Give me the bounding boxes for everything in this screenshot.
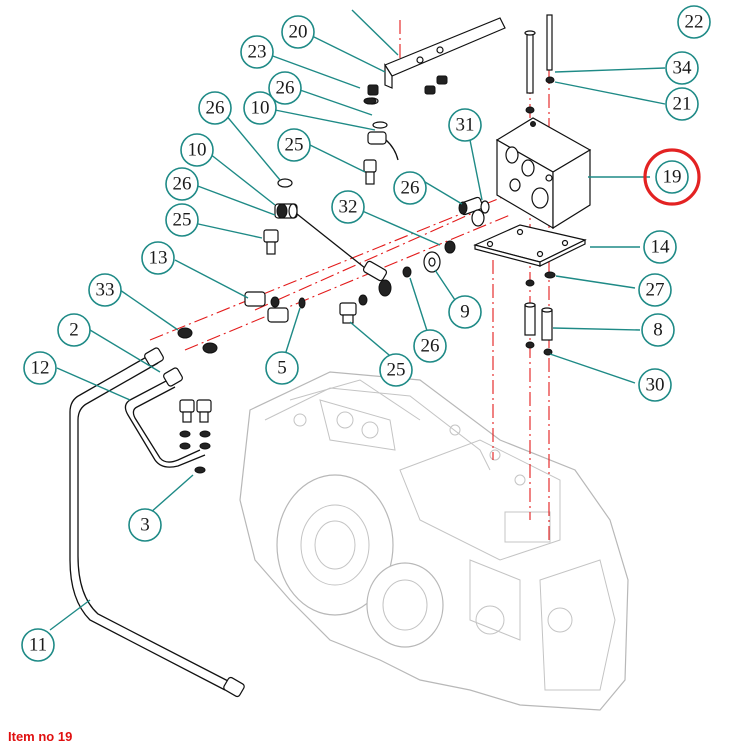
- svg-text:13: 13: [149, 248, 168, 269]
- callout-31[interactable]: 31: [448, 108, 482, 142]
- svg-text:10: 10: [251, 98, 270, 119]
- callout-8[interactable]: 8: [641, 313, 675, 347]
- valve-block: [495, 117, 592, 230]
- svg-text:26: 26: [173, 174, 192, 195]
- svg-text:34: 34: [673, 58, 693, 79]
- svg-text:31: 31: [456, 115, 475, 136]
- svg-text:25: 25: [387, 360, 406, 381]
- callout-25[interactable]: 25: [277, 128, 311, 162]
- callout-32[interactable]: 32: [331, 190, 365, 224]
- callout-23[interactable]: 23: [240, 35, 274, 69]
- left-fittings: [177, 97, 399, 354]
- svg-text:20: 20: [289, 22, 308, 43]
- svg-text:23: 23: [248, 42, 267, 63]
- callout-27[interactable]: 27: [638, 273, 672, 307]
- callout-26[interactable]: 26: [268, 71, 302, 105]
- callout-20[interactable]: 20: [281, 15, 315, 49]
- callout-2[interactable]: 2: [57, 313, 91, 347]
- svg-text:22: 22: [685, 12, 704, 33]
- svg-text:33: 33: [96, 280, 115, 301]
- svg-text:2: 2: [69, 320, 79, 341]
- callout-10[interactable]: 10: [180, 133, 214, 167]
- svg-text:10: 10: [188, 140, 207, 161]
- callout-34[interactable]: 34: [665, 51, 699, 85]
- vertical-bolts: [524, 14, 555, 114]
- svg-text:25: 25: [285, 135, 304, 156]
- svg-text:14: 14: [651, 237, 671, 258]
- callout-14[interactable]: 14: [643, 230, 677, 264]
- callout-22[interactable]: 22: [677, 5, 711, 39]
- callout-19[interactable]: 19: [655, 160, 689, 194]
- callout-25[interactable]: 25: [165, 203, 199, 237]
- svg-text:30: 30: [646, 375, 665, 396]
- svg-text:8: 8: [653, 320, 663, 341]
- svg-text:26: 26: [421, 336, 440, 357]
- callout-26[interactable]: 26: [165, 167, 199, 201]
- svg-text:21: 21: [673, 94, 692, 115]
- pipes: [69, 347, 245, 698]
- callout-10[interactable]: 10: [243, 91, 277, 125]
- callout-26[interactable]: 26: [413, 329, 447, 363]
- leader-lines: [49, 9, 666, 631]
- spacers-and-rings: [524, 271, 556, 356]
- highlight-ring: [643, 148, 701, 206]
- callout-25[interactable]: 25: [379, 353, 413, 387]
- svg-text:5: 5: [277, 358, 287, 379]
- svg-text:32: 32: [339, 197, 358, 218]
- svg-text:3: 3: [140, 515, 150, 536]
- callout-12[interactable]: 12: [23, 351, 57, 385]
- svg-text:25: 25: [173, 210, 192, 231]
- cover-plate: [473, 224, 587, 267]
- transmission-housing: [239, 371, 629, 711]
- block-fittings: [402, 196, 490, 278]
- svg-text:27: 27: [646, 280, 665, 301]
- svg-text:12: 12: [31, 358, 50, 379]
- top-rail-part: [365, 17, 506, 105]
- exploded-parts-diagram: 20 23 26 10 25 26 10 26 25 13 33 2 12 3 …: [21, 5, 711, 711]
- callout-5[interactable]: 5: [265, 351, 299, 385]
- callout-33[interactable]: 33: [88, 273, 122, 307]
- callout-13[interactable]: 13: [141, 241, 175, 275]
- svg-text:19: 19: [663, 167, 682, 188]
- callout-26[interactable]: 26: [393, 171, 427, 205]
- svg-text:26: 26: [401, 178, 420, 199]
- svg-text:26: 26: [276, 78, 295, 99]
- svg-text:11: 11: [29, 635, 47, 656]
- callout-3[interactable]: 3: [128, 508, 162, 542]
- callout-9[interactable]: 9: [448, 295, 482, 329]
- svg-text:9: 9: [460, 302, 470, 323]
- callout-21[interactable]: 21: [665, 87, 699, 121]
- callout-26[interactable]: 26: [198, 91, 232, 125]
- svg-text:26: 26: [206, 98, 225, 119]
- callout-30[interactable]: 30: [638, 368, 672, 402]
- callout-11[interactable]: 11: [21, 628, 55, 662]
- item-caption: Item no 19: [8, 729, 73, 744]
